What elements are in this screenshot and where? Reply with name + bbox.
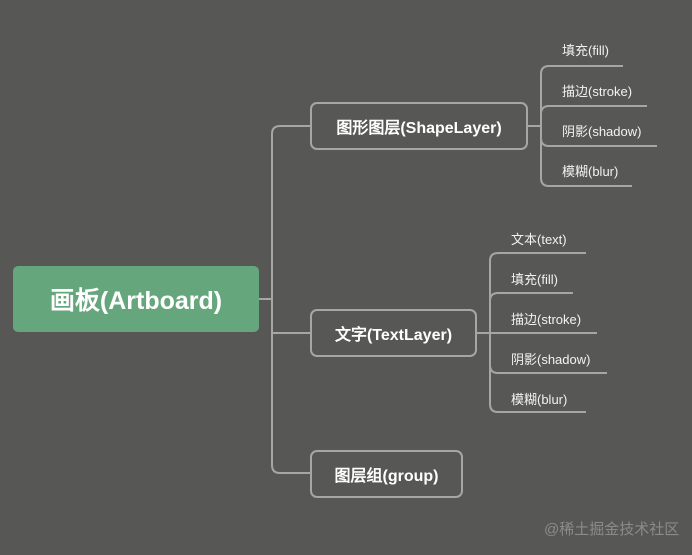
root-node-artboard[interactable]: 画板(Artboard) (13, 266, 259, 332)
text-underline-shadow (489, 364, 607, 374)
leaf-text-stroke[interactable]: 描边(stroke) (511, 312, 582, 327)
trunk-line (271, 125, 310, 474)
node-label: 图形图层(ShapeLayer) (336, 120, 502, 137)
node-group[interactable]: 图层组(group) (310, 450, 463, 498)
root-label: 画板(Artboard) (49, 287, 223, 315)
node-label: 图层组(group) (334, 468, 439, 485)
shape-underline-stroke (540, 105, 647, 115)
leaf-shape-stroke[interactable]: 描边(stroke) (562, 84, 633, 99)
leaf-text-fill[interactable]: 填充(fill) (511, 272, 558, 287)
node-shape-layer[interactable]: 图形图层(ShapeLayer) (310, 102, 528, 150)
node-label: 文字(TextLayer) (334, 327, 453, 344)
leaf-text-blur[interactable]: 模糊(blur) (511, 392, 568, 407)
leaf-shape-shadow[interactable]: 阴影(shadow) (562, 124, 642, 139)
shape-children-line (540, 65, 632, 187)
leaf-shape-blur[interactable]: 模糊(blur) (562, 164, 619, 179)
watermark: @稀土掘金技术社区 (544, 521, 680, 538)
leaf-text-shadow[interactable]: 阴影(shadow) (511, 352, 591, 367)
leaf-shape-fill[interactable]: 填充(fill) (562, 43, 609, 58)
leaf-text-text[interactable]: 文本(text) (511, 232, 567, 247)
node-text-layer[interactable]: 文字(TextLayer) (310, 309, 477, 357)
text-underline-fill (489, 292, 573, 302)
shape-underline-shadow (540, 137, 657, 147)
